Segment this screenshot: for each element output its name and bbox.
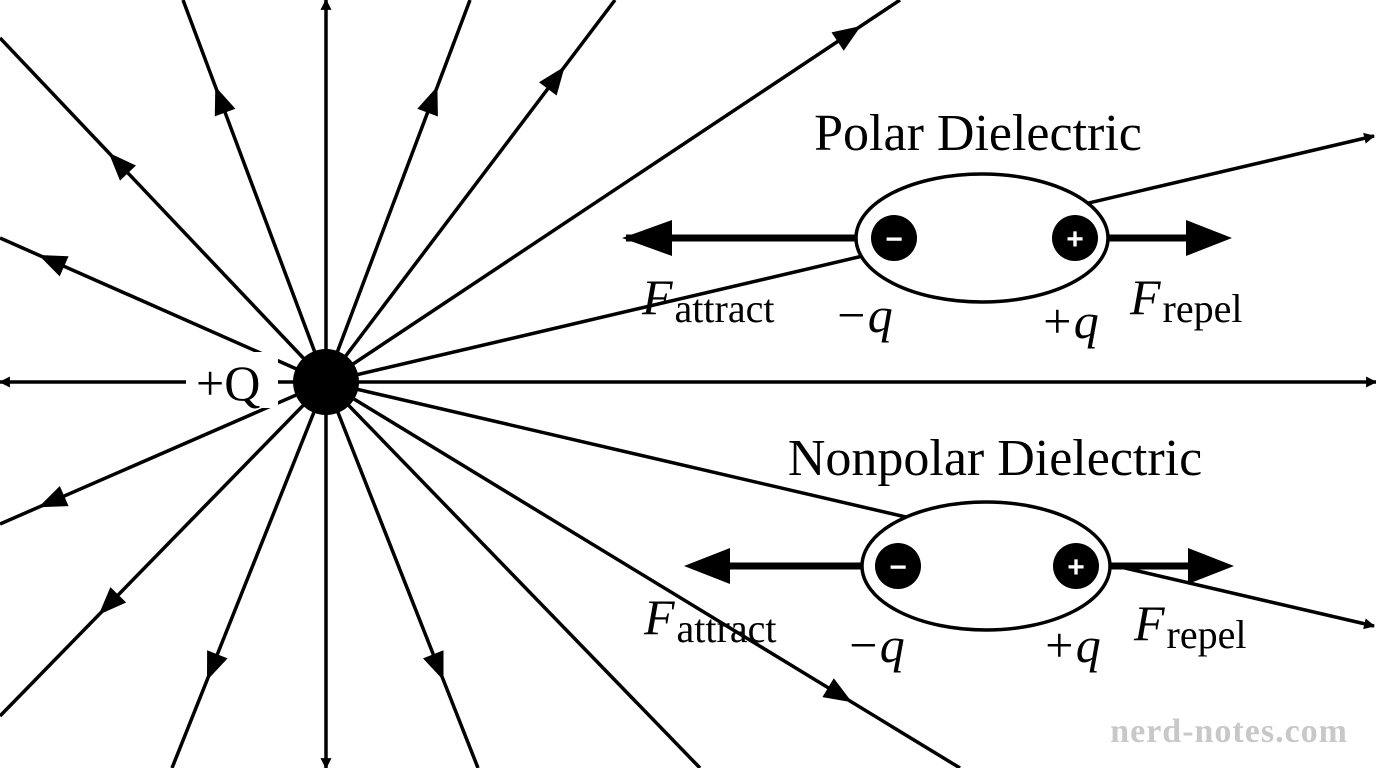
- polar-positive-label: +q: [1040, 293, 1099, 349]
- nonpolar-positive-label: +q: [1042, 617, 1101, 673]
- polar-negative-pole: [871, 215, 917, 261]
- nonpolar-dielectric: − + Nonpolar Dielectric Fattract −q +q F…: [643, 430, 1247, 673]
- field-arrowhead: [423, 650, 444, 681]
- field-arrowhead: [38, 486, 69, 508]
- source-charge-dot: [293, 349, 359, 415]
- nonpolar-repel-arrowhead: [1188, 548, 1234, 584]
- field-line: [325, 380, 961, 770]
- field-line: [324, 0, 617, 384]
- polar-minus-icon: −: [885, 223, 903, 256]
- field-line: [324, 0, 472, 383]
- field-line: [0, 380, 328, 718]
- polar-positive-pole: [1052, 215, 1098, 261]
- polar-title: Polar Dielectric: [814, 105, 1142, 162]
- field-line: [170, 381, 328, 769]
- field-line: [325, 380, 1376, 630]
- field-arrowhead: [98, 587, 127, 615]
- field-arrowhead: [539, 66, 565, 96]
- polar-negative-label: −q: [834, 287, 893, 343]
- polar-repel-label: Frepel: [1129, 269, 1243, 331]
- source-charge-label: +Q: [196, 355, 260, 411]
- field-line: [325, 0, 901, 384]
- field-line: [325, 132, 1376, 384]
- field-arrowhead: [417, 86, 438, 117]
- nonpolar-plus-icon: +: [1067, 551, 1085, 584]
- source-label-backdrop: [186, 352, 278, 408]
- field-arrowhead: [108, 152, 136, 181]
- polar-attract-label: Fattract: [641, 269, 774, 331]
- nonpolar-positive-pole: [1053, 543, 1099, 589]
- nonpolar-attract-arrowhead: [684, 548, 730, 584]
- polar-repel-arrowhead: [1186, 220, 1232, 256]
- nonpolar-molecule: [860, 500, 1112, 632]
- polar-dielectric: − + Polar Dielectric Fattract −q +q Frep…: [622, 105, 1243, 349]
- watermark: nerd-notes.com: [1110, 713, 1348, 750]
- field-arrowhead: [207, 650, 228, 681]
- field-arrowhead: [831, 26, 861, 51]
- nonpolar-title: Nonpolar Dielectric: [788, 430, 1202, 487]
- field-line: [324, 381, 480, 769]
- nonpolar-negative-pole: [875, 543, 921, 589]
- nonpolar-attract-label: Fattract: [643, 589, 776, 651]
- field-line: [181, 0, 328, 383]
- field-line: [0, 36, 328, 384]
- polar-attract-arrowhead: [622, 220, 672, 256]
- field-arrowhead: [38, 255, 69, 277]
- field-arrowhead: [214, 86, 236, 117]
- field-line: [324, 380, 702, 770]
- nonpolar-repel-label: Frepel: [1133, 595, 1247, 657]
- nonpolar-negative-label: −q: [846, 617, 905, 673]
- field-arrowhead: [822, 678, 852, 703]
- polar-plus-icon: +: [1066, 223, 1084, 256]
- polar-molecule: [854, 172, 1110, 304]
- nonpolar-minus-icon: −: [889, 551, 907, 584]
- field-arrowheads: [38, 26, 861, 703]
